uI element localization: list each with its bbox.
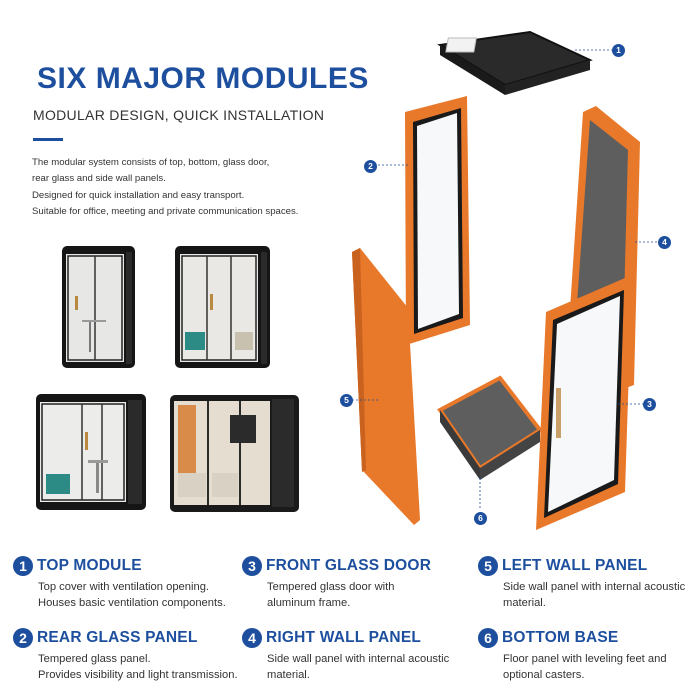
callout-6: 6 (474, 512, 487, 525)
booth-photo-double-black (175, 246, 270, 368)
left-wall-panel-part (352, 248, 420, 525)
module-name: REAR GLASS PANEL (37, 629, 198, 646)
rear-glass-panel-part (405, 96, 470, 345)
top-module-part (437, 30, 593, 95)
description-line: rear glass and side wall panels. (32, 173, 166, 185)
module-description-line: Houses basic ventilation components. (38, 597, 226, 609)
module-number-badge: 1 (13, 556, 33, 576)
module-description-line: Top cover with ventilation opening. (38, 581, 210, 593)
module-description-line: material. (267, 669, 310, 681)
module-number-badge: 6 (478, 628, 498, 648)
description: The modular system consists of top, bott… (32, 155, 332, 220)
module-name: TOP MODULE (37, 557, 142, 574)
callout-1: 1 (612, 44, 625, 57)
module-name: RIGHT WALL PANEL (266, 629, 422, 646)
exploded-module-diagram (352, 30, 658, 530)
module-number-badge: 2 (13, 628, 33, 648)
module-number-badge: 4 (242, 628, 262, 648)
module-number-badge: 5 (478, 556, 498, 576)
front-glass-door-part (536, 275, 632, 530)
module-description-line: optional casters. (503, 669, 585, 681)
description-line: The modular system consists of top, bott… (32, 157, 270, 168)
module-description-line: Floor panel with leveling feet and (503, 653, 667, 665)
title-underline (33, 138, 63, 141)
module-name: LEFT WALL PANEL (502, 557, 648, 574)
page-subtitle: MODULAR DESIGN, QUICK INSTALLATION (33, 107, 325, 123)
callout-5: 5 (340, 394, 353, 407)
module-description-line: Provides visibility and light transmissi… (38, 669, 238, 681)
module-number-badge: 3 (242, 556, 262, 576)
module-name: FRONT GLASS DOOR (266, 557, 432, 574)
callout-4: 4 (658, 236, 671, 249)
bottom-base-part (437, 375, 543, 480)
callout-3: 3 (643, 398, 656, 411)
callout-2: 2 (364, 160, 377, 173)
description-line: Suitable for office, meeting and private… (32, 205, 299, 217)
module-description-line: Tempered glass panel. (38, 653, 151, 665)
description-line: Designed for quick installation and easy… (32, 189, 245, 201)
module-description-line: Side wall panel with internal acoustic (503, 581, 686, 593)
booth-photo-lounge-interior (170, 395, 299, 512)
page-title: SIX MAJOR MODULES (37, 62, 369, 95)
module-description-line: Tempered glass door with (267, 581, 395, 593)
module-description-line: aluminum frame. (267, 597, 351, 609)
booth-photo-four-person-black (36, 394, 146, 510)
module-description-line: Side wall panel with internal acoustic (267, 653, 450, 665)
module-description-line: material. (503, 597, 546, 609)
booth-photo-single-black (62, 246, 135, 368)
module-name: BOTTOM BASE (502, 629, 619, 646)
